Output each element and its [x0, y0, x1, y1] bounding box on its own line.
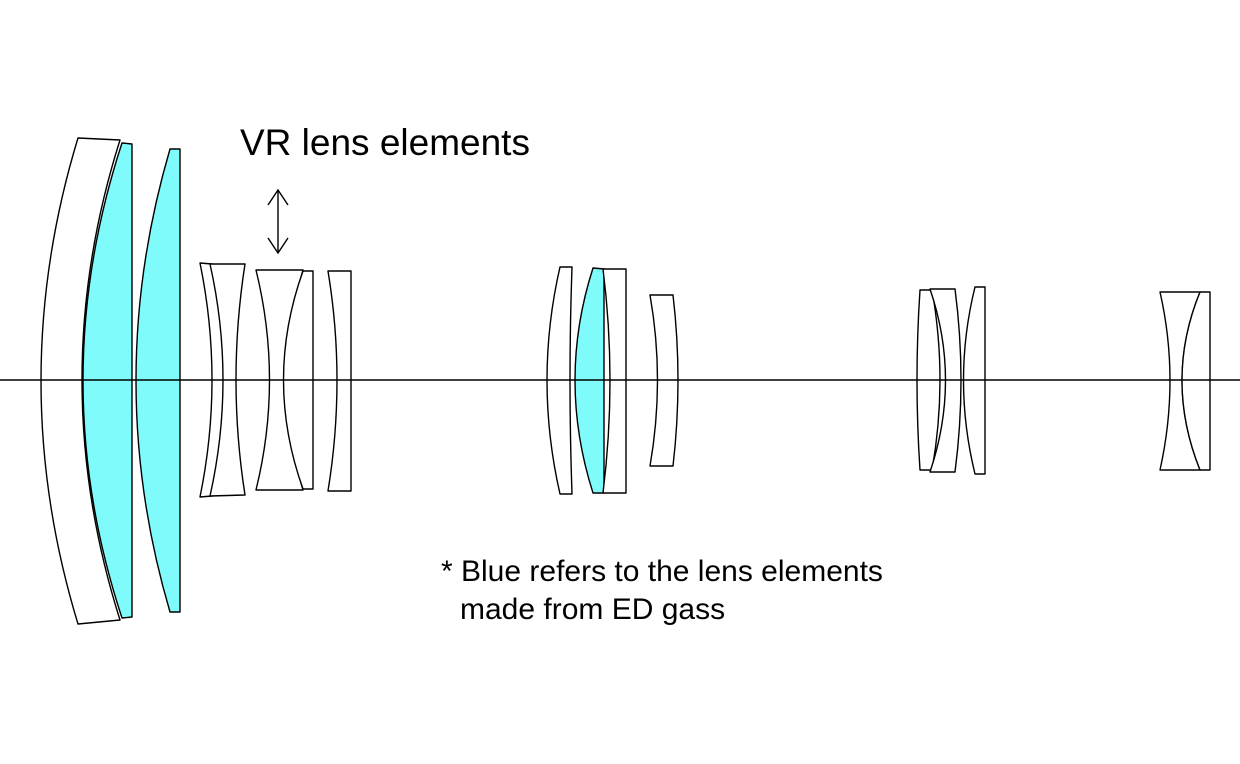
last-element-2	[1181, 291, 1211, 471]
ed-glass-footnote-line1: * Blue refers to the lens elements	[441, 555, 883, 588]
front-lens-group	[40, 137, 181, 625]
vr-lens-elements-label: VR lens elements	[240, 122, 530, 163]
doublet-element-middle	[602, 268, 627, 494]
ed-glass-footnote-line2: made from ED gass	[460, 593, 726, 626]
vr-arrow	[267, 188, 289, 255]
concave-element-3	[327, 270, 352, 492]
last-lens-group	[1159, 291, 1211, 471]
front-meniscus-element	[40, 137, 121, 625]
